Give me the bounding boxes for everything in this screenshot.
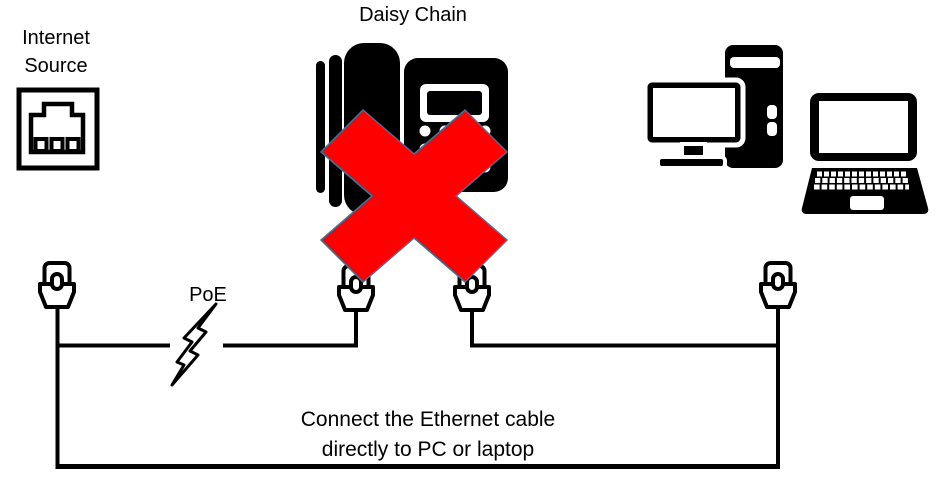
laptop-icon: [801, 93, 929, 214]
daisy-chain-label: Daisy Chain: [359, 4, 467, 26]
phone-cord-curve-inner: [329, 55, 342, 207]
pc-tower-drive-slot: [730, 57, 780, 68]
pc-tower-button-2: [767, 122, 777, 136]
lightning-bolt-icon: [170, 302, 218, 387]
internet-source-label: Internet Source: [22, 27, 90, 77]
pc-tower-button-1: [767, 105, 777, 119]
rj45-plug-icon-source: [38, 261, 76, 309]
ethernet-wall-jack-icon: [16, 87, 100, 171]
desktop-pc-icon: [642, 45, 783, 170]
ethernet-cables: [55, 307, 780, 469]
phone-cord-curve-outer: [316, 61, 325, 193]
jack-pins: [33, 137, 81, 153]
poe-label: PoE: [189, 284, 227, 306]
laptop-keyboard: [814, 171, 909, 190]
pc-monitor-base: [656, 155, 727, 170]
laptop-trackpad: [850, 196, 884, 210]
pc-monitor-screen: [653, 88, 735, 137]
laptop-screen: [819, 101, 908, 153]
rj45-plug-icon-pc: [759, 261, 797, 309]
instruction-note: Connect the Ethernet cable directly to P…: [300, 408, 556, 461]
prohibited-x-icon: [319, 108, 509, 284]
phone-display: [427, 91, 482, 115]
